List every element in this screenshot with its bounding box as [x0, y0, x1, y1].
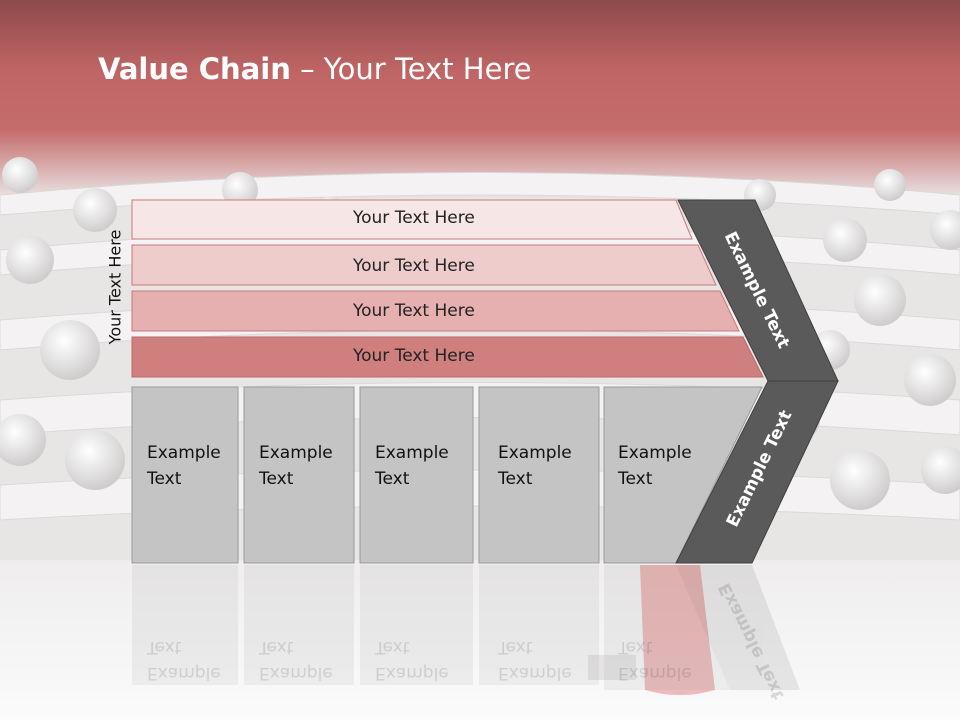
activity-box-2-reflection: Example Text — [259, 634, 333, 686]
support-band-2-label: Your Text Here — [353, 256, 475, 276]
support-band-1-label: Your Text Here — [353, 208, 475, 228]
support-band-4-label: Your Text Here — [353, 346, 475, 366]
activity-box-1-line-1: Example — [147, 443, 221, 463]
activity-box-2-reflection-line-2: Text — [259, 637, 294, 657]
activity-box-5-line-1: Example — [618, 443, 692, 463]
activity-box-4 — [478, 386, 600, 564]
activity-box-4-line-1: Example — [498, 443, 572, 463]
activity-box-1-text: Example Text — [147, 440, 221, 492]
activity-box-4-text: Example Text — [498, 440, 572, 492]
activity-box-4-reflection: Example Text — [498, 634, 572, 686]
activity-box-2-line-1: Example — [259, 443, 333, 463]
activity-box-1-line-2: Text — [147, 469, 182, 489]
activity-box-1-reflection: Example Text — [147, 634, 221, 686]
activity-box-1 — [131, 386, 239, 564]
activity-box-3-reflection-line-1: Example — [375, 663, 449, 683]
support-band-1 — [131, 199, 693, 240]
activity-box-3-line-2: Text — [375, 469, 410, 489]
activity-box-2-reflection-line-1: Example — [259, 663, 333, 683]
activity-box-4-reflection-line-2: Text — [498, 637, 533, 657]
activity-box-3-reflection: Example Text — [375, 634, 449, 686]
support-band-4 — [131, 336, 764, 378]
activity-box-5-reflection-line-2: Text — [618, 637, 653, 657]
activity-box-4-line-2: Text — [498, 469, 533, 489]
support-band-2 — [131, 244, 717, 286]
slide-title: Value Chain – Your Text Here — [98, 52, 532, 86]
support-band-3 — [131, 290, 740, 332]
activity-box-2-text: Example Text — [259, 440, 333, 492]
title-rest: – Your Text Here — [290, 52, 532, 86]
activity-box-4-reflection-line-1: Example — [498, 663, 572, 683]
activity-box-3-text: Example Text — [375, 440, 449, 492]
activity-box-1-reflection-line-1: Example — [147, 663, 221, 683]
activity-box-2-line-2: Text — [259, 469, 294, 489]
activity-box-5-text: Example Text — [618, 440, 692, 492]
activity-box-1-reflection-line-2: Text — [147, 637, 182, 657]
activity-box-5-reflection: Example Text — [618, 634, 692, 686]
chevron-arrow-bottom — [675, 380, 839, 564]
activity-box-2 — [243, 386, 355, 564]
boxes-reflection — [132, 565, 800, 690]
activity-box-5-reflection-line-1: Example — [618, 663, 692, 683]
activity-box-3-reflection-line-2: Text — [375, 637, 410, 657]
activity-box-5-line-2: Text — [618, 469, 653, 489]
activity-box-3 — [359, 386, 474, 564]
support-band-3-label: Your Text Here — [353, 301, 475, 321]
activity-box-3-line-1: Example — [375, 443, 449, 463]
title-bold: Value Chain — [98, 52, 291, 86]
